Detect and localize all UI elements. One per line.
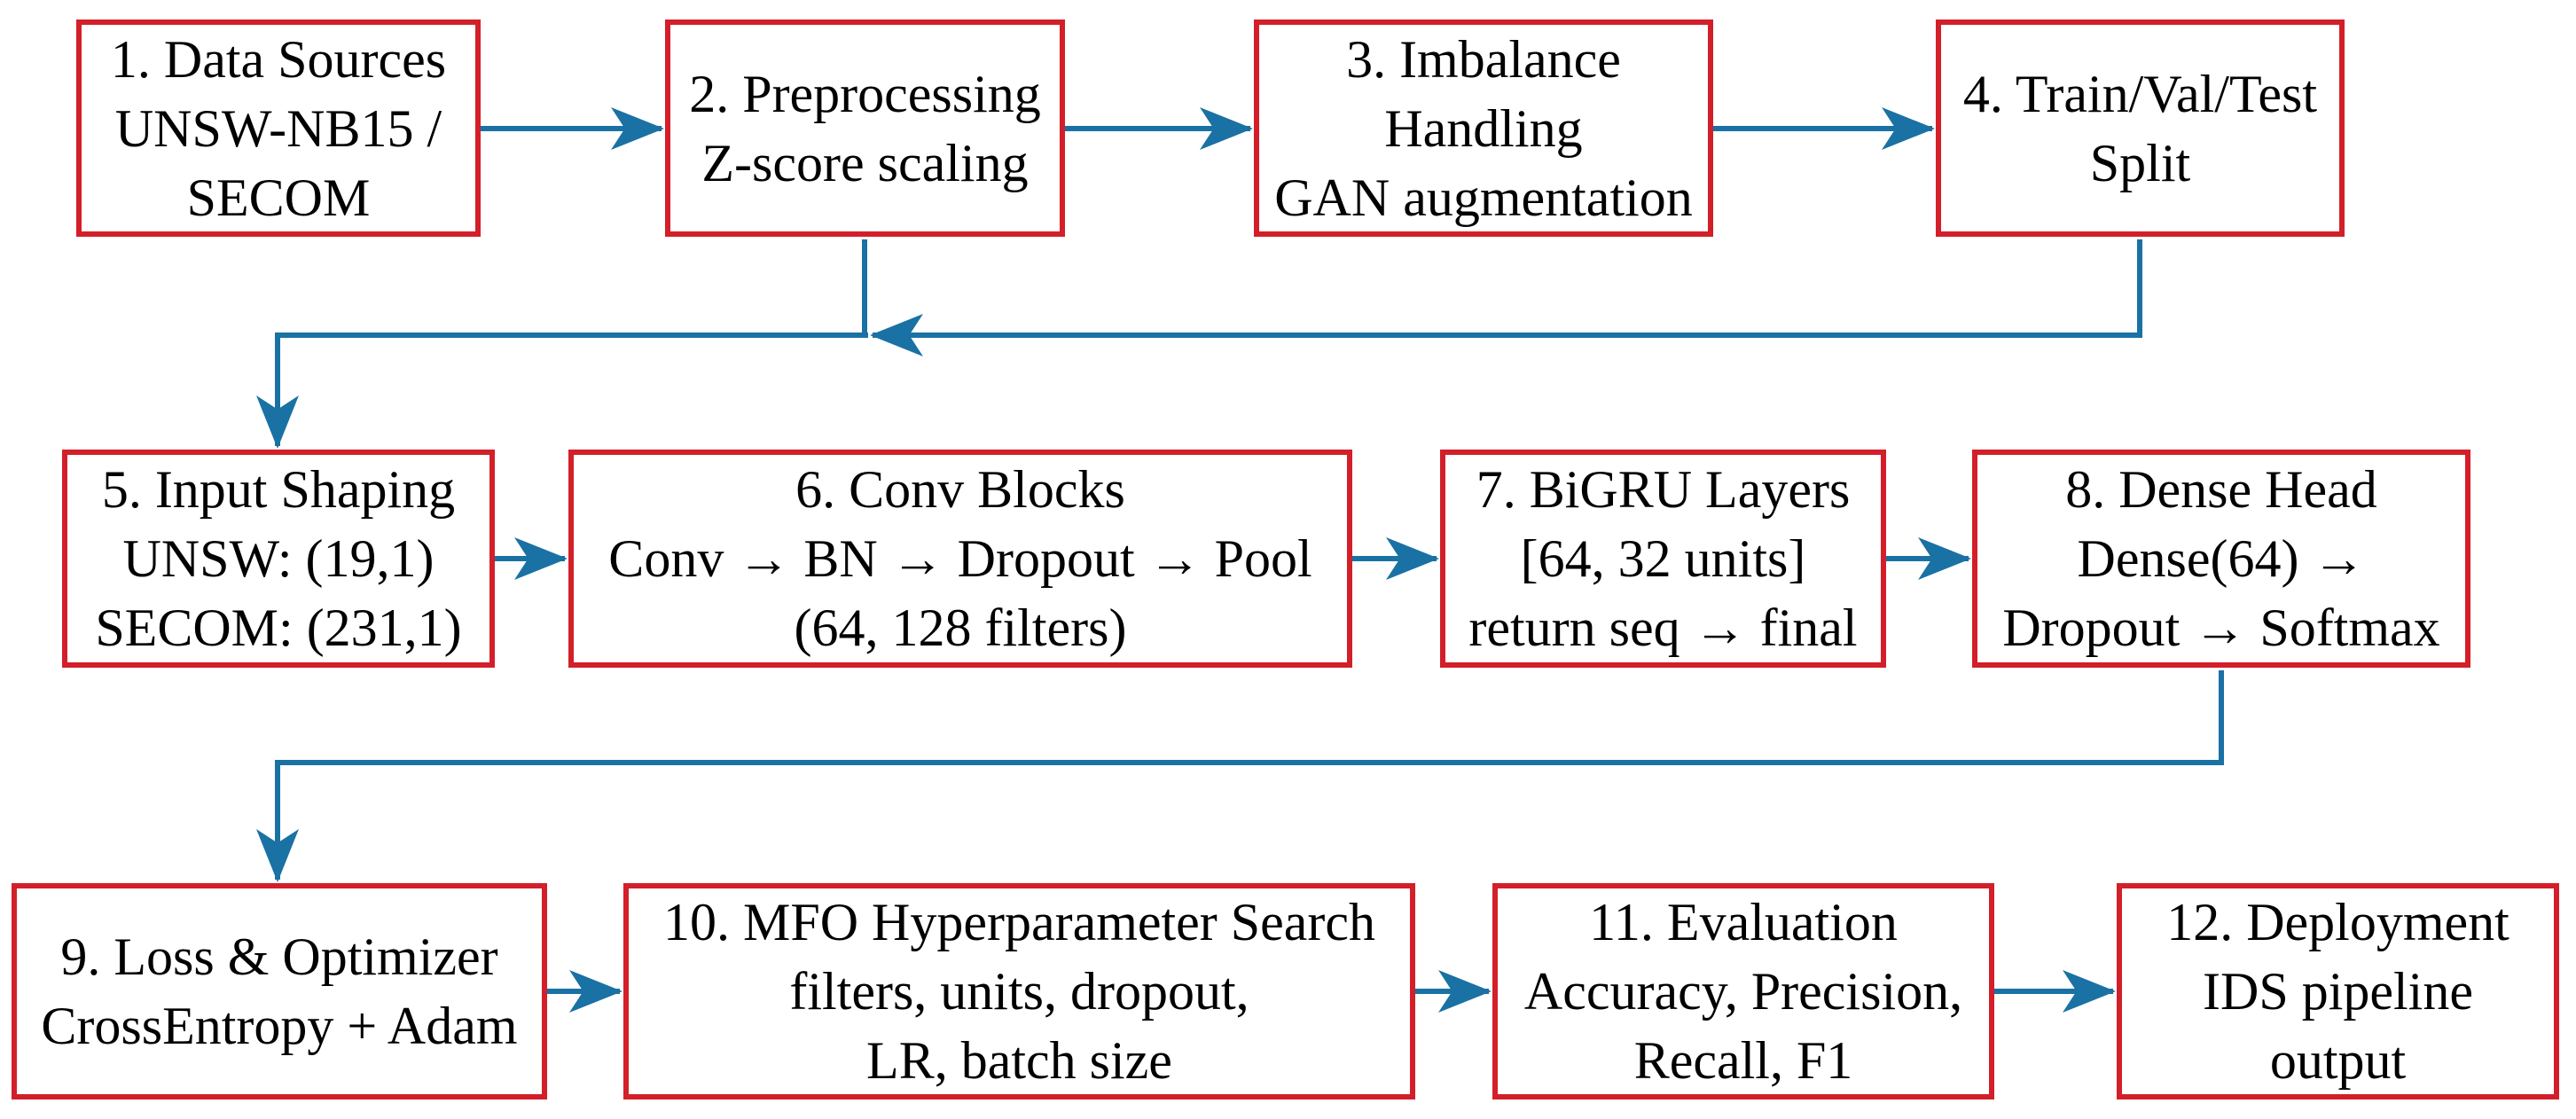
node-line: [64, 32 units]	[1520, 529, 1806, 588]
node-line: SECOM	[186, 168, 371, 227]
edge-8-to-9-arrow	[256, 670, 2224, 882]
node-4-train-val-test-split: 4. Train/Val/Test Split	[1936, 20, 2345, 237]
node-line: 8. Dense Head	[2065, 460, 2377, 519]
node-line: Accuracy, Precision,	[1523, 962, 1963, 1021]
edge-merge-to-5-arrow	[256, 333, 868, 449]
node-line: 2. Preprocessing	[689, 64, 1041, 123]
node-3-imbalance-handling: 3. Imbalance Handling GAN augmentation	[1254, 20, 1713, 237]
node-11-evaluation: 11. Evaluation Accuracy, Precision, Reca…	[1492, 883, 1994, 1099]
node-line: UNSW: (19,1)	[122, 529, 435, 588]
node-8-dense-head: 8. Dense Head Dense(64) → Dropout → Soft…	[1972, 450, 2470, 668]
node-line: 1. Data Sources	[110, 29, 447, 89]
node-5-input-shaping: 5. Input Shaping UNSW: (19,1) SECOM: (23…	[62, 450, 495, 668]
edge-4-drop-and-merge-arrow	[870, 239, 2142, 356]
node-6-conv-blocks: 6. Conv Blocks Conv → BN → Dropout → Poo…	[568, 450, 1352, 668]
node-line: UNSW-NB15 /	[114, 98, 442, 158]
node-line: LR, batch size	[866, 1031, 1172, 1090]
node-line: 12. Deployment	[2166, 893, 2509, 951]
node-line: Dropout → Softmax	[2002, 599, 2440, 657]
node-2-preprocessing: 2. Preprocessing Z-score scaling	[665, 20, 1065, 237]
node-9-loss-optimizer: 9. Loss & Optimizer CrossEntropy + Adam	[12, 883, 547, 1099]
node-line: SECOM: (231,1)	[95, 599, 462, 657]
node-line: 5. Input Shaping	[101, 460, 456, 519]
node-line: 9. Loss & Optimizer	[60, 927, 498, 986]
node-7-bigru-layers: 7. BiGRU Layers [64, 32 units] return se…	[1440, 450, 1886, 668]
node-line: Z-score scaling	[701, 133, 1029, 192]
node-line: 3. Imbalance	[1346, 29, 1621, 89]
node-line: CrossEntropy + Adam	[41, 997, 518, 1055]
node-line: IDS pipeline	[2203, 962, 2473, 1021]
node-line: GAN augmentation	[1274, 168, 1693, 227]
node-12-deployment: 12. Deployment IDS pipeline output	[2117, 883, 2559, 1099]
node-line: 11. Evaluation	[1589, 893, 1898, 951]
node-line: (64, 128 filters)	[794, 599, 1127, 657]
node-line: return seq → final	[1468, 599, 1858, 657]
node-1-data-sources: 1. Data Sources UNSW-NB15 / SECOM	[76, 20, 481, 237]
node-line: Conv → BN → Dropout → Pool	[608, 529, 1312, 588]
node-line: 6. Conv Blocks	[795, 460, 1125, 519]
node-line: output	[2269, 1031, 2407, 1090]
node-line: Dense(64) →	[2077, 529, 2366, 588]
node-line: Recall, F1	[1633, 1031, 1853, 1090]
node-line: Handling	[1384, 98, 1583, 158]
node-line: 10. MFO Hyperparameter Search	[662, 893, 1376, 951]
node-10-mfo-hyperparameter-search: 10. MFO Hyperparameter Search filters, u…	[623, 883, 1415, 1099]
node-line: filters, units, dropout,	[789, 962, 1249, 1021]
node-line: Split	[2089, 133, 2191, 192]
node-line: 4. Train/Val/Test	[1962, 64, 2318, 123]
node-line: 7. BiGRU Layers	[1476, 460, 1851, 519]
